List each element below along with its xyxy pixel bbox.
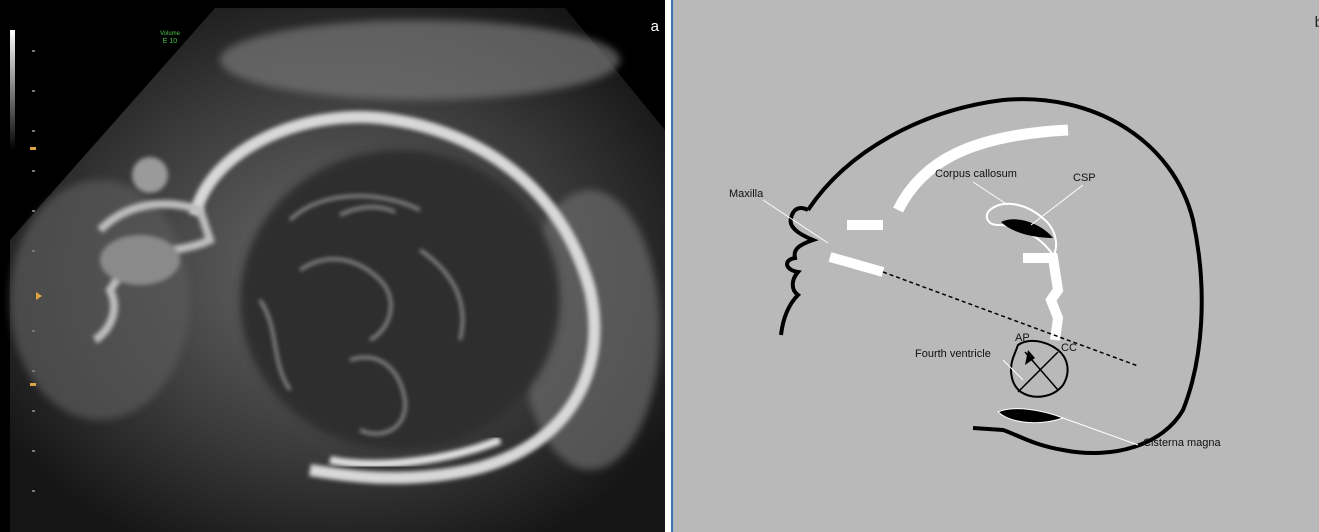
cisterna-magna-shape [998, 409, 1063, 423]
overlay-line-1: Volume [160, 30, 180, 38]
schematic-panel: Maxilla Corpus callosum CSP AP CC Fourth… [671, 0, 1319, 532]
panel-label-b: b [1315, 14, 1319, 31]
label-cisterna-magna: Cisterna magna [1143, 437, 1221, 449]
schematic-diagram [673, 0, 1319, 532]
face-profile [781, 208, 813, 335]
panel-label-a: a [651, 18, 659, 35]
depth-marker [30, 383, 36, 386]
overlay-line-2: E 10 [160, 38, 180, 46]
label-fourth-ventricle: Fourth ventricle [915, 348, 991, 360]
label-csp: CSP [1073, 172, 1096, 184]
depth-marker [30, 147, 36, 150]
cc-arrow [1018, 352, 1058, 392]
frontal-bone [847, 220, 883, 230]
label-corpus-callosum: Corpus callosum [935, 168, 1017, 180]
grayscale-bar [10, 30, 15, 150]
brainstem [1023, 258, 1058, 340]
label-cc: CC [1061, 342, 1077, 354]
csp-cavity [1001, 219, 1053, 238]
ultrasound-image [0, 0, 665, 532]
ultrasound-overlay-text: Volume E 10 [160, 30, 180, 46]
ultrasound-image-panel: Volume E 10 a [0, 0, 665, 532]
label-maxilla: Maxilla [729, 188, 763, 200]
maxilla-bone [830, 257, 883, 272]
head-outline [808, 99, 1202, 453]
label-ap: AP [1015, 332, 1030, 344]
